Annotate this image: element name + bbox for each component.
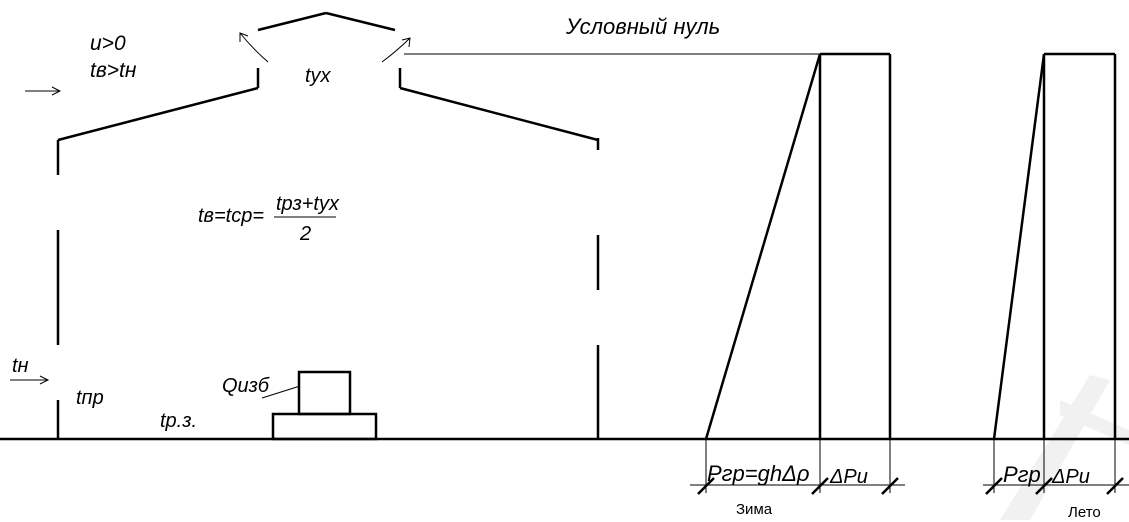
summer-delta-p-label: ΔPи — [1051, 466, 1090, 488]
winter-delta-p-label: ΔPи — [829, 466, 868, 488]
supply-temperature-label: tпр — [76, 387, 104, 409]
winter-label: Зима — [736, 501, 773, 518]
formula-lhs: tв=tср= — [198, 205, 264, 227]
building-outline — [56, 11, 600, 439]
summer-gravity-pressure-label: Pгр — [1003, 462, 1041, 487]
velocity-condition: u>0 — [90, 32, 126, 55]
conditional-zero-label: Условный нуль — [565, 14, 720, 39]
excess-heat-label: Qизб — [222, 375, 270, 397]
summer-pressure-diagram — [983, 52, 1129, 495]
formula-denominator: 2 — [299, 223, 311, 245]
exhaust-temperature-label: tух — [305, 65, 332, 87]
winter-gravity-pressure-label: Pгр=ghΔρ — [707, 461, 809, 486]
airflow-arrows — [10, 32, 411, 399]
winter-pressure-diagram — [690, 52, 905, 495]
heat-source-equipment — [271, 370, 378, 441]
formula-numerator: tрз+tух — [276, 193, 340, 215]
temperature-condition: tв>tн — [90, 59, 137, 82]
work-zone-temperature-label: tр.з. — [160, 410, 197, 432]
q-leader-line — [261, 385, 301, 399]
outside-temperature-label: tн — [12, 355, 29, 377]
summer-label: Лето — [1068, 504, 1101, 521]
watermark — [1000, 375, 1129, 520]
